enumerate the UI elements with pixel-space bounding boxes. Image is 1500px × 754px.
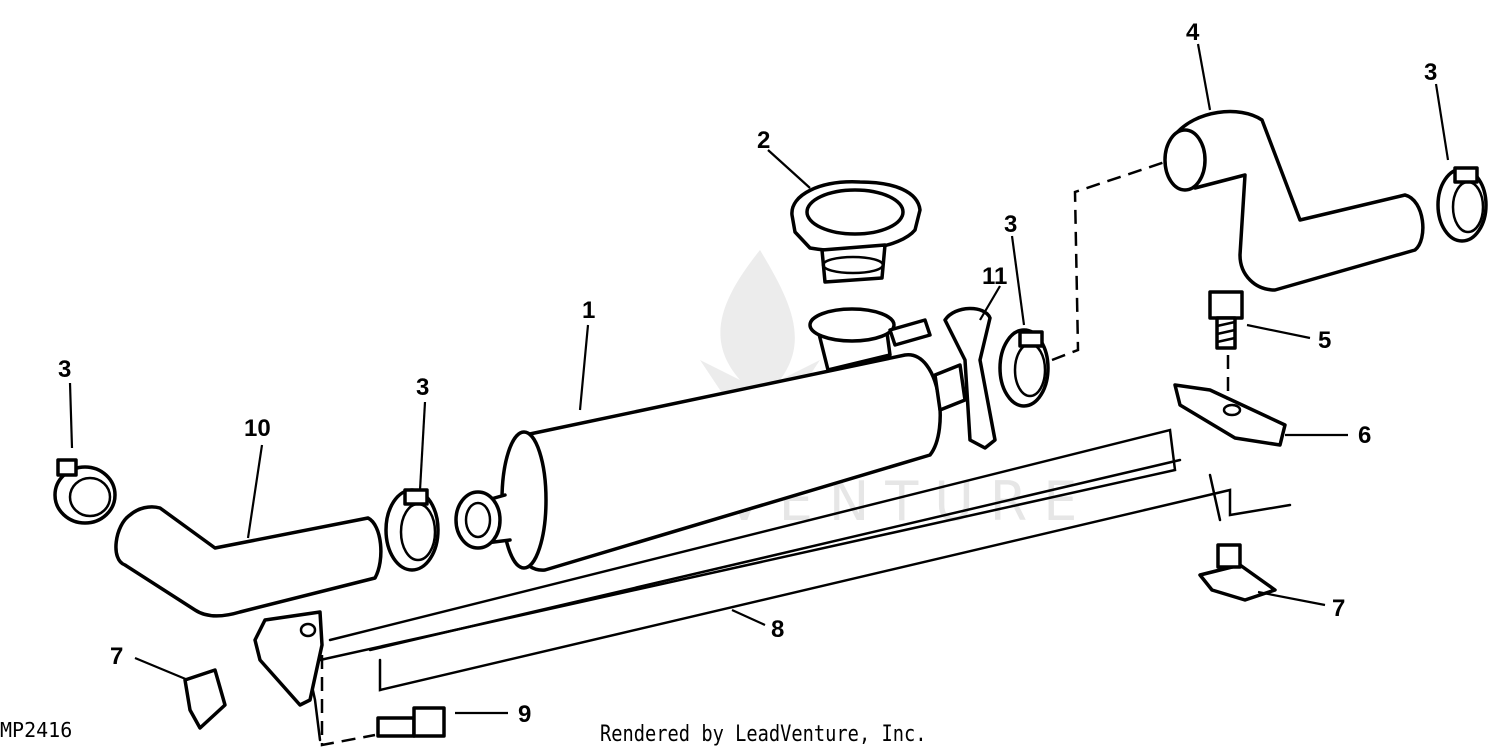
rod-end-bracket bbox=[253, 610, 324, 707]
callouts: 1 2 3 3 3 3 4 5 6 7 7 8 9 10 11 bbox=[58, 19, 1437, 728]
callout-3-right: 3 bbox=[1424, 59, 1437, 86]
callout-9: 9 bbox=[518, 701, 531, 728]
callout-10: 10 bbox=[244, 415, 271, 442]
figure-code: MP2416 bbox=[0, 718, 73, 742]
mounting-bracket bbox=[1173, 383, 1287, 447]
small-bolt bbox=[376, 706, 446, 738]
render-credit: Rendered by LeadVenture, Inc. bbox=[600, 722, 927, 747]
clip-right bbox=[1198, 543, 1277, 602]
coolant-tank bbox=[454, 307, 967, 572]
callout-1: 1 bbox=[582, 297, 595, 324]
callout-3-left: 3 bbox=[58, 356, 71, 383]
callout-3-center: 3 bbox=[416, 374, 429, 401]
callout-2: 2 bbox=[757, 127, 770, 154]
callout-11: 11 bbox=[982, 263, 1007, 290]
tank-bracket bbox=[943, 306, 997, 450]
callout-8: 8 bbox=[771, 616, 784, 643]
guide-line-clamp-to-hose bbox=[1051, 160, 1166, 362]
hose-clamp-c bbox=[998, 328, 1050, 408]
callout-7-left: 7 bbox=[110, 643, 123, 670]
callout-5: 5 bbox=[1318, 327, 1331, 354]
callout-7-right: 7 bbox=[1332, 595, 1345, 622]
hose-clamp-d bbox=[1436, 166, 1488, 243]
support-rod bbox=[298, 428, 1292, 742]
radiator-cap bbox=[790, 180, 922, 284]
clip-left bbox=[183, 668, 227, 730]
callout-3-tank: 3 bbox=[1004, 211, 1017, 238]
leader-lines bbox=[68, 43, 1450, 715]
hose-clamp-a bbox=[53, 458, 117, 525]
callout-4: 4 bbox=[1186, 19, 1200, 46]
upper-hose bbox=[1163, 109, 1425, 292]
callout-6: 6 bbox=[1358, 422, 1371, 449]
bolt bbox=[1208, 290, 1244, 350]
guide-line-bracket-to-bolt bbox=[320, 655, 376, 747]
lower-hose bbox=[114, 505, 383, 618]
hose-clamp-b bbox=[384, 488, 440, 572]
